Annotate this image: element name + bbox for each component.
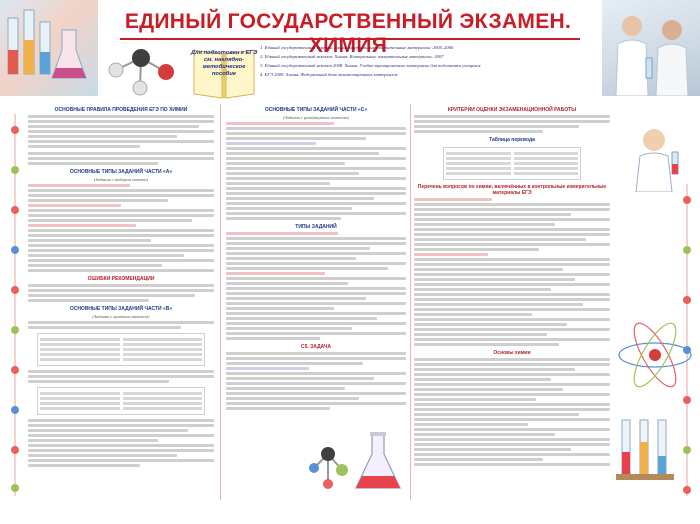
section-body [226,232,406,340]
section-heading: ТИПЫ ЗАДАНИЙ [295,224,337,230]
test-tube-rack-icon [616,419,674,480]
column-4-illustrations [612,104,698,500]
section-body [28,152,214,165]
scientist-cartoon [635,129,679,192]
reference-item: 1. Единый государственный экзамен: химия… [260,45,454,50]
column-2: ОСНОВНЫЕ ТИПЫ ЗАДАНИЙ ЧАСТИ «С» (Задания… [226,104,406,500]
column-3: КРИТЕРИИ ОЦЕНКИ ЭКЗАМЕНАЦИОННОЙ РАБОТЫ Т… [414,104,610,500]
column-divider [410,104,411,500]
column-divider [220,104,221,500]
section-heading: ОСНОВНЫЕ ПРАВИЛА ПРОВЕДЕНИЯ ЕГЭ ПО ХИМИИ [54,107,188,113]
book-caption: Для подготовки к ЕГЭ см. наглядно-методи… [190,50,258,77]
section-body [28,184,214,272]
section-body [28,321,214,467]
reference-item: 4. ЕГЭ 2009. Химия. Федеральный банк экз… [260,72,398,77]
section-subheading: (Задания с кратким ответом) [92,314,150,319]
photo-lab-glassware [0,0,98,96]
two-column-table [37,333,205,366]
photo-scientists [602,0,700,96]
section-body [28,284,214,302]
molecule-icon [108,49,174,96]
column-1: ОСНОВНЫЕ ПРАВИЛА ПРОВЕДЕНИЯ ЕГЭ ПО ХИМИИ… [28,104,214,500]
atom-icon [618,322,692,388]
section-heading: Перечень вопросов по химии, включённых в… [417,184,607,196]
section-heading: ОСНОВНЫЕ ТИПЫ ЗАДАНИЙ ЧАСТИ «В» [69,306,173,312]
score-conversion-table [443,147,581,180]
section-body [414,115,610,133]
glassware-illustration [7,9,87,79]
section-heading: Основы химии [493,350,531,356]
section-body [414,358,610,466]
section-heading: С5. ЗАДАЧА [300,344,331,350]
book-shape [193,49,255,99]
section-heading: КРИТЕРИИ ОЦЕНКИ ЭКЗАМЕНАЦИОННОЙ РАБОТЫ [447,107,577,113]
book-icon: Для подготовки к ЕГЭ см. наглядно-методи… [190,44,258,100]
flask-icon [355,432,401,489]
reference-item: 2. Единый государственный экзамен: Химия… [260,54,444,59]
section-heading: ОСНОВНЫЕ ТИПЫ ЗАДАНИЙ ЧАСТИ «А» [69,169,173,175]
section-subheading: (Задания с выбором ответа) [93,177,149,182]
reference-item: 3. Единый государственный экзамен 2008. … [260,63,481,68]
reference-list: 1. Единый государственный экзамен: химия… [260,44,600,80]
section-heading: Таблица перевода [489,137,535,143]
scientists-illustration [615,16,689,96]
two-column-table [37,387,205,415]
section-heading: ОСНОВНЫЕ ТИПЫ ЗАДАНИЙ ЧАСТИ «С» [264,107,368,113]
section-body [28,115,214,148]
section-subheading: (Задания с развёрнутым ответом) [283,115,349,120]
section-body [226,352,406,410]
section-heading: ОШИБКИ РЕКОМЕНДАЦИИ [87,276,155,282]
left-chain-decoration [11,114,19,496]
section-body [414,198,610,346]
section-body [226,122,406,220]
title-divider [120,38,580,40]
molecule-icon [309,447,348,489]
